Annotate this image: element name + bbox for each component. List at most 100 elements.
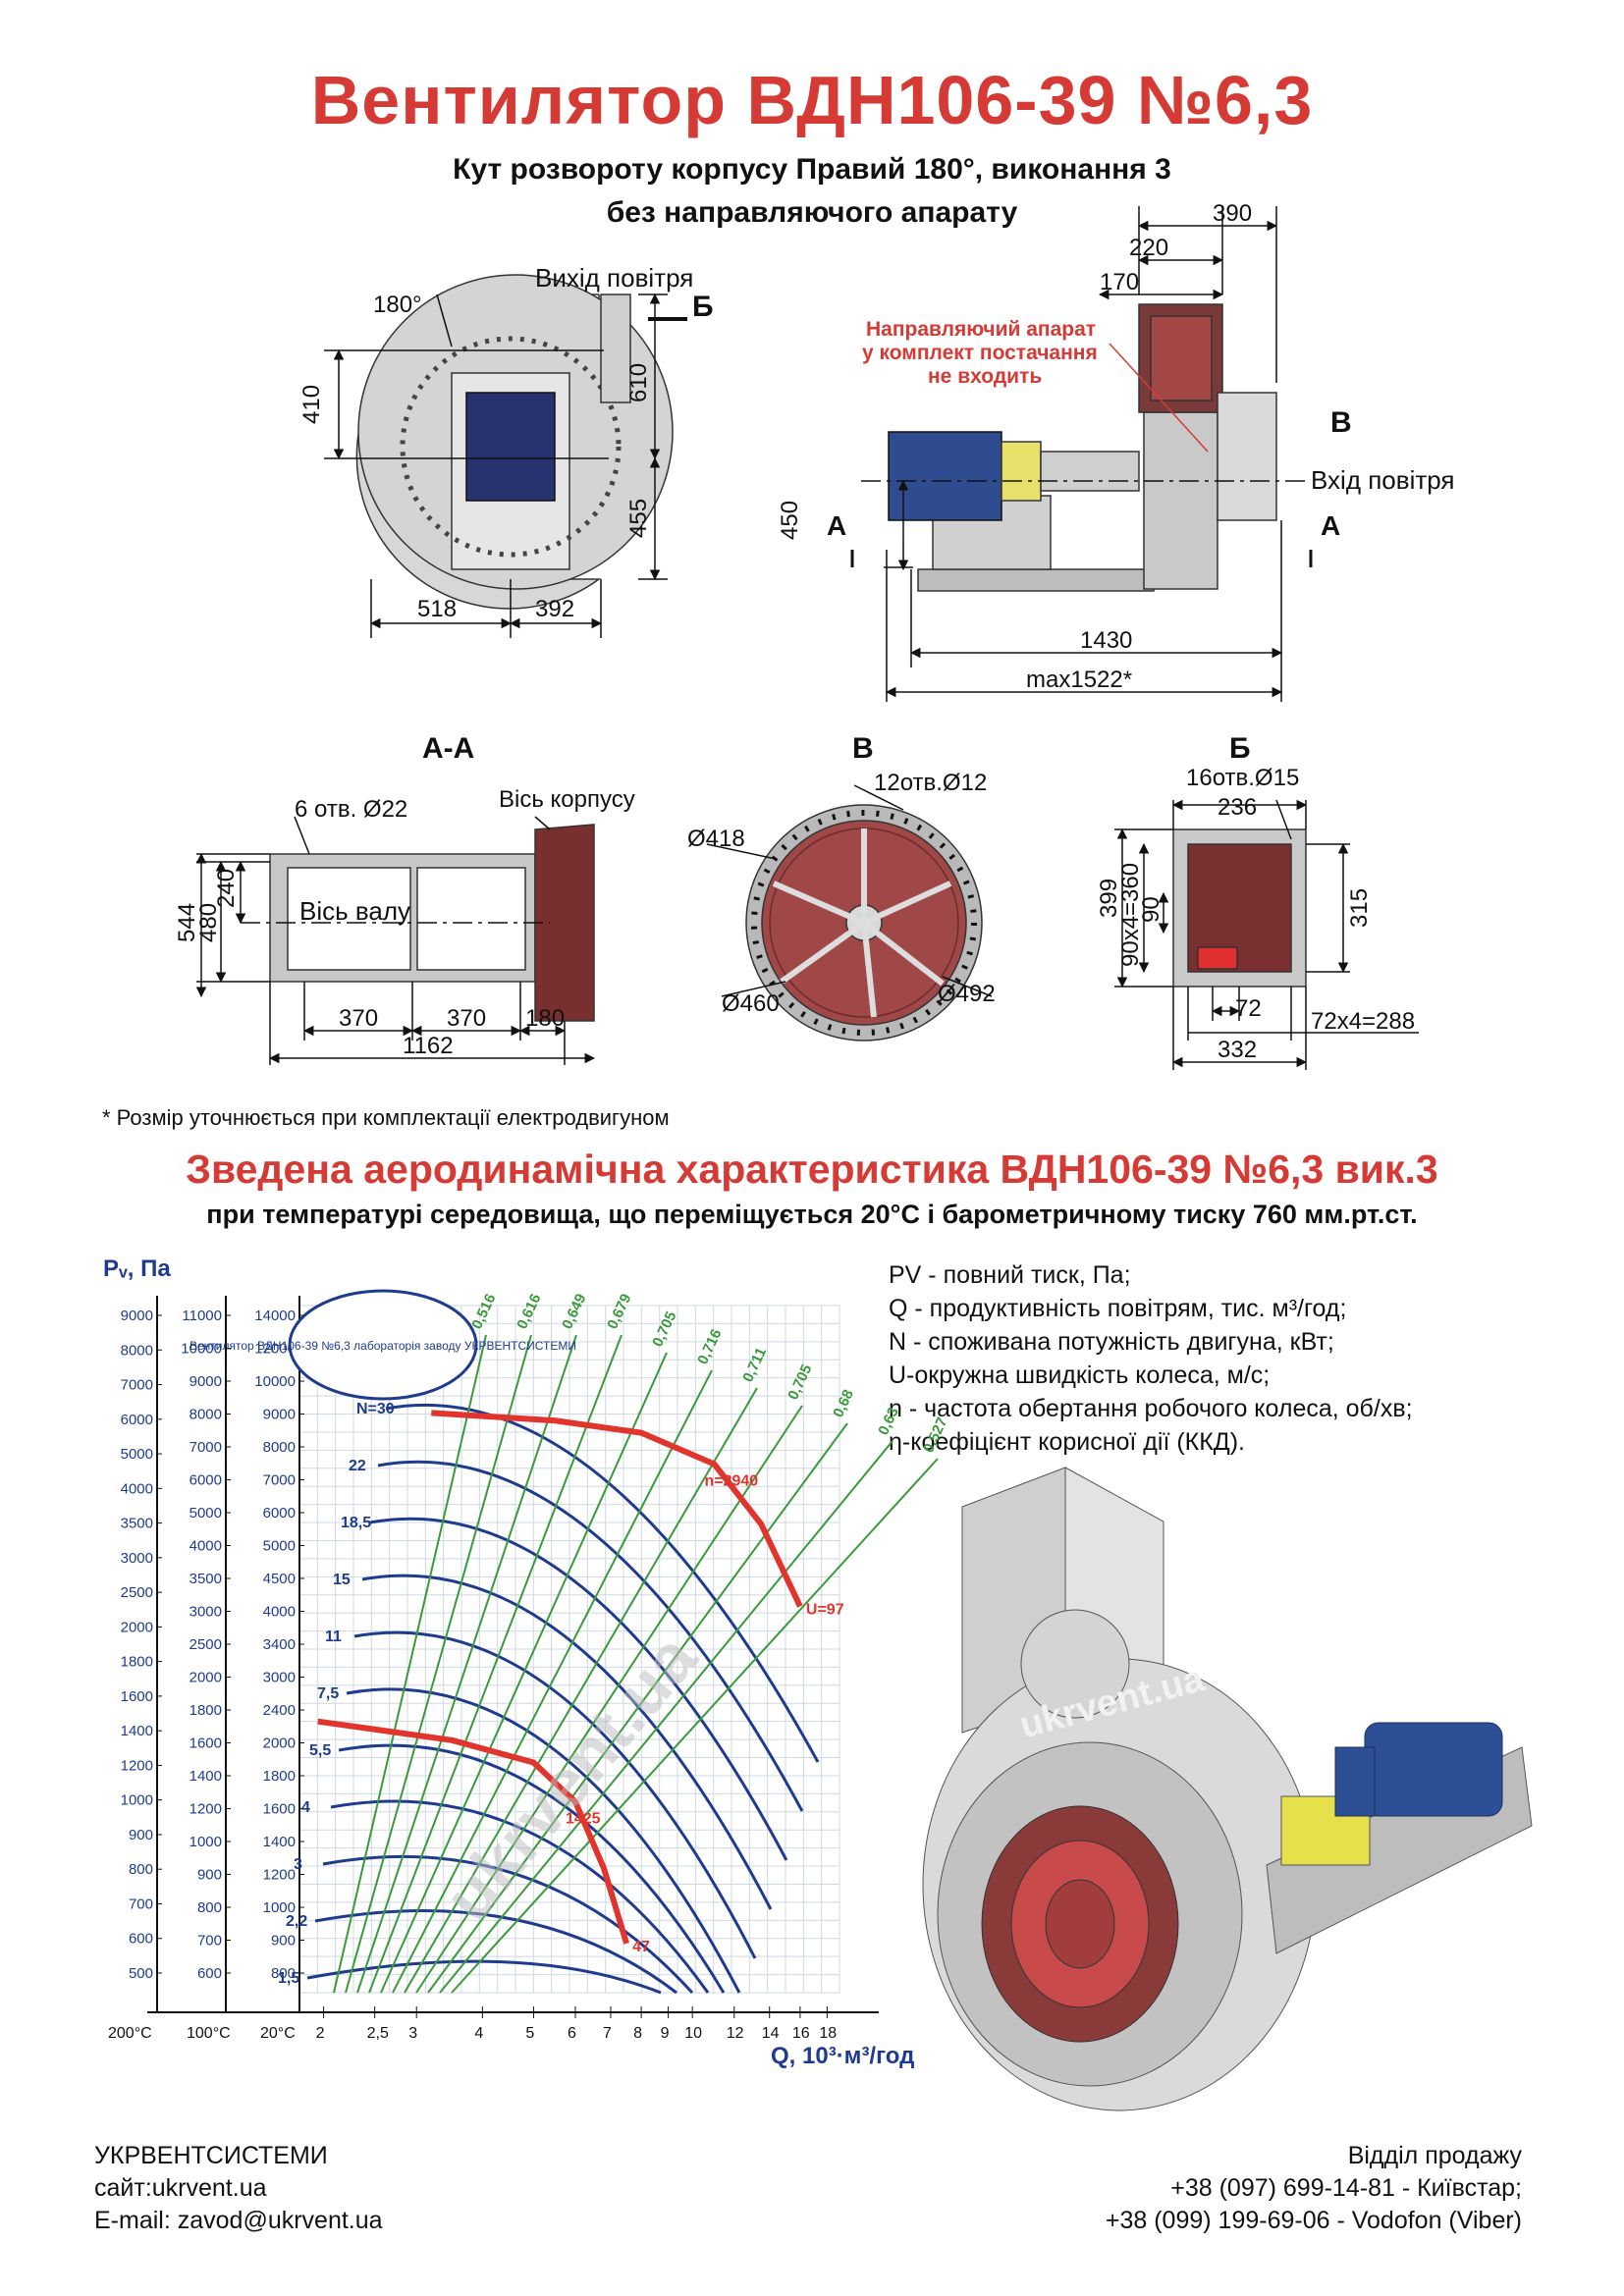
y-tick-label-20c: 3000	[263, 1670, 296, 1686]
y-tick-label-200c: 3500	[121, 1516, 153, 1532]
x-tick-label: 10	[684, 2025, 702, 2042]
y-tick-label-20c: 9000	[263, 1407, 296, 1423]
dim-450: 450	[777, 501, 803, 540]
x-tick-label: 16	[792, 2025, 810, 2042]
y-tick-label-100c: 2500	[189, 1636, 222, 1653]
x-tick-label: 12	[727, 2025, 744, 2042]
side-outlet-label: Вихід повітря	[535, 263, 693, 293]
power-label: 2,2	[286, 1913, 307, 1930]
footer-email: E-mail: zavod@ukrvent.ua	[94, 2207, 383, 2234]
y-tick-label-100c: 700	[197, 1933, 222, 1949]
efficiency-ray	[368, 1334, 623, 1994]
footer-right: Відділ продажу +38 (097) 699-14-81 - Киї…	[1106, 2140, 1522, 2237]
y-tick-label-100c: 9000	[189, 1373, 222, 1390]
section-b-drawing	[1114, 799, 1419, 1070]
speed-label: n=2940	[704, 1473, 758, 1490]
footer-company: УКРВЕНТСИСТЕМИ	[94, 2142, 328, 2169]
drawings: 180° Вихід повітря Б 410 610 455 518 392…	[174, 200, 1455, 1070]
y-tick-label-200c: 600	[129, 1931, 153, 1948]
footer-sales: Відділ продажу	[1347, 2142, 1522, 2169]
dim-288: 72x4=288	[1311, 1008, 1415, 1035]
y-tick-label-200c: 1600	[121, 1688, 153, 1705]
y-tick-label-20c: 1400	[263, 1834, 296, 1850]
speed-curve-0	[431, 1410, 803, 1608]
y-tick-label-20c: 1000	[263, 1899, 296, 1916]
x-tick-label: 18	[819, 2025, 837, 2042]
y-tick-label-200c: 800	[129, 1861, 153, 1878]
y-tick-label-100c: 6000	[189, 1472, 222, 1489]
dim-332: 332	[1218, 1037, 1257, 1063]
efficiency-label: 0,527	[920, 1415, 950, 1455]
power-label: N=30	[356, 1401, 395, 1417]
power-label: 1,5	[278, 1970, 299, 1987]
dim-240: 240	[213, 869, 240, 908]
power-label: 3	[294, 1856, 302, 1873]
x-tick-label: 4	[474, 2025, 483, 2042]
section-aa-drawing	[195, 816, 596, 1065]
x-tick-label: 2	[316, 2025, 325, 2042]
efficiency-label: 0,716	[694, 1326, 725, 1366]
page-title: Вентилятор ВДН106-39 №6,3	[310, 62, 1314, 138]
side-section-mark: Б	[692, 291, 714, 323]
dim-410: 410	[298, 385, 325, 424]
y-tick-label-20c: 2000	[263, 1735, 296, 1752]
dim-1430: 1430	[1080, 627, 1132, 654]
dim-72: 72	[1235, 995, 1262, 1022]
y-tick-label-100c: 1600	[189, 1735, 222, 1752]
front-view-drawing	[850, 206, 1313, 702]
power-curve	[385, 1403, 820, 1763]
guide-note-2: у комплект постачання	[862, 342, 1098, 364]
x-tick-label: 5	[525, 2025, 534, 2042]
temperature-label: 20°С	[260, 2025, 296, 2042]
efficiency-ray	[380, 1352, 668, 1994]
y-tick-label-100c: 3500	[189, 1571, 222, 1587]
footer-left: УКРВЕНТСИСТЕМИ сайт:ukrvent.ua E-mail: z…	[94, 2140, 383, 2237]
power-curve	[330, 1799, 710, 1994]
section-aa-body-axis: Вісь корпусу	[499, 786, 635, 813]
dim-360: 90x4=360	[1117, 863, 1144, 967]
power-label: 4	[301, 1799, 310, 1816]
y-axis-label: Pᵥ, Па	[103, 1255, 171, 1282]
y-tick-label-100c: 8000	[189, 1407, 222, 1423]
y-tick-label-20c: 10000	[254, 1373, 296, 1390]
y-tick-label-200c: 700	[129, 1896, 153, 1912]
y-tick-label-20c: 800	[271, 1965, 296, 1982]
efficiency-label: 0,616	[514, 1291, 544, 1331]
x-axis-label: Q, 10³·м³/год	[771, 2043, 914, 2069]
dim-315: 315	[1346, 888, 1373, 928]
dim-392: 392	[535, 596, 574, 622]
dim-455: 455	[625, 499, 652, 538]
section-aa-shaft-axis: Вісь валу	[299, 896, 410, 926]
efficiency-ray	[345, 1334, 532, 1994]
side-view-drawing	[324, 274, 687, 638]
legend-item: Q - продуктивність повітрям, тис. м³/год…	[889, 1295, 1347, 1322]
dim-170: 170	[1100, 269, 1139, 295]
section-v-drawing	[706, 784, 993, 1041]
y-tick-label-100c: 1200	[189, 1801, 222, 1818]
section-v-title: В	[852, 732, 874, 765]
y-tick-label-20c: 1600	[263, 1801, 296, 1818]
y-tick-label-100c: 600	[197, 1965, 222, 1982]
guide-note-3: не входить	[928, 365, 1042, 388]
y-tick-label-20c: 4500	[263, 1571, 296, 1587]
y-tick-label-100c: 1800	[189, 1702, 222, 1719]
dim-236: 236	[1218, 794, 1257, 821]
efficiency-ray	[333, 1334, 487, 1994]
y-tick-label-100c: 3000	[189, 1604, 222, 1621]
y-tick-label-20c: 2400	[263, 1702, 296, 1719]
y-tick-label-100c: 900	[197, 1867, 222, 1884]
page-subtitle: Кут розвороту корпусу Правий 180°, викон…	[453, 153, 1171, 186]
y-tick-label-20c: 5000	[263, 1538, 296, 1555]
dim-480: 480	[195, 903, 222, 942]
y-tick-label-200c: 1800	[121, 1654, 153, 1671]
y-tick-label-200c: 3000	[121, 1550, 153, 1567]
efficiency-ray	[392, 1369, 713, 1994]
power-label: 11	[325, 1629, 342, 1645]
y-tick-label-200c: 9000	[121, 1308, 153, 1324]
section-aa-holes: 6 отв. Ø22	[295, 796, 407, 823]
power-curve	[346, 1687, 741, 1994]
power-label: 22	[349, 1458, 366, 1474]
speed-end-label: 47	[632, 1939, 650, 1955]
y-tick-label-200c: 2500	[121, 1584, 153, 1601]
efficiency-label: 0,711	[739, 1345, 770, 1384]
